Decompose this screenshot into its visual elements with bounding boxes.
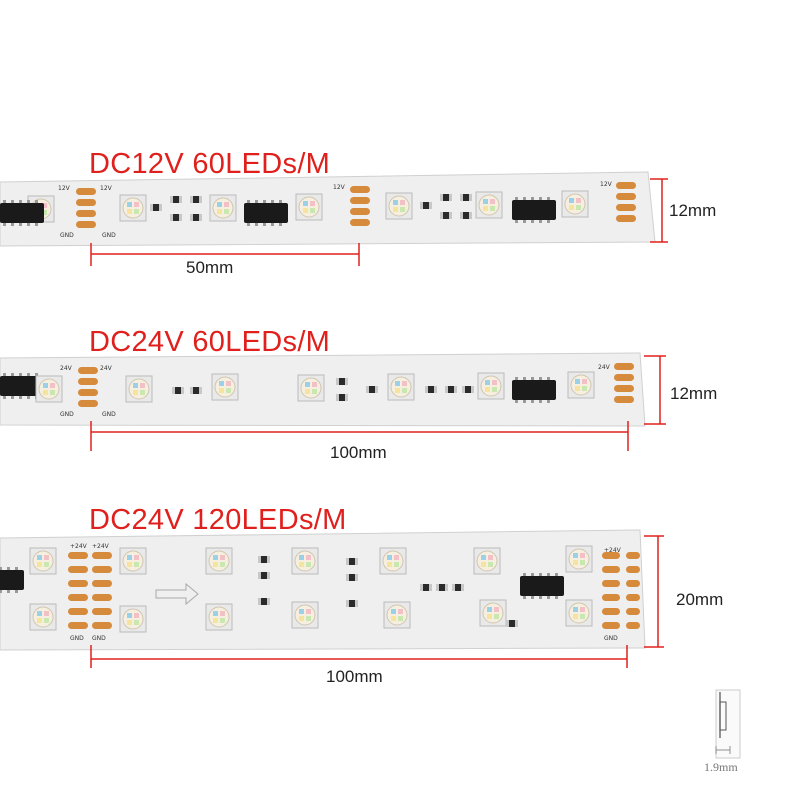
svg-text:12V: 12V (333, 184, 346, 191)
svg-text:+24V: +24V (70, 543, 88, 550)
strip-3-width-label: 20mm (676, 590, 724, 609)
strip-1-width-label: 12mm (669, 201, 717, 220)
svg-text:GND: GND (102, 411, 116, 418)
svg-text:12V: 12V (100, 185, 113, 192)
svg-text:12V: 12V (58, 185, 71, 192)
svg-text:24V: 24V (60, 365, 73, 372)
strip-2-width-label: 12mm (670, 384, 718, 403)
strip-1-title: DC12V 60LEDs/M (89, 148, 331, 180)
strip-3-length-label: 100mm (326, 667, 383, 686)
svg-text:12V: 12V (600, 181, 613, 188)
thickness-label: 1.9mm (704, 760, 738, 774)
strip-2: 24V 24V GND GND 24V (0, 352, 646, 427)
strip-1: 12V 12V GND GND 12V 12V (0, 171, 656, 247)
strip-3: +24V +24V GND GND +24V GND (0, 529, 646, 651)
thickness-diagram (715, 689, 741, 759)
svg-text:+24V: +24V (92, 543, 110, 550)
svg-text:GND: GND (60, 411, 74, 418)
svg-text:GND: GND (92, 635, 106, 642)
svg-text:+24V: +24V (604, 547, 622, 554)
svg-text:GND: GND (60, 232, 74, 239)
svg-text:24V: 24V (100, 365, 113, 372)
svg-text:24V: 24V (598, 364, 611, 371)
strip-3-title: DC24V 120LEDs/M (89, 504, 347, 536)
svg-text:GND: GND (604, 635, 618, 642)
strip-2-length-label: 100mm (330, 443, 387, 462)
svg-text:GND: GND (70, 635, 84, 642)
svg-text:GND: GND (102, 232, 116, 239)
strip-1-length-label: 50mm (186, 258, 234, 277)
strip-2-title: DC24V 60LEDs/M (89, 326, 331, 358)
